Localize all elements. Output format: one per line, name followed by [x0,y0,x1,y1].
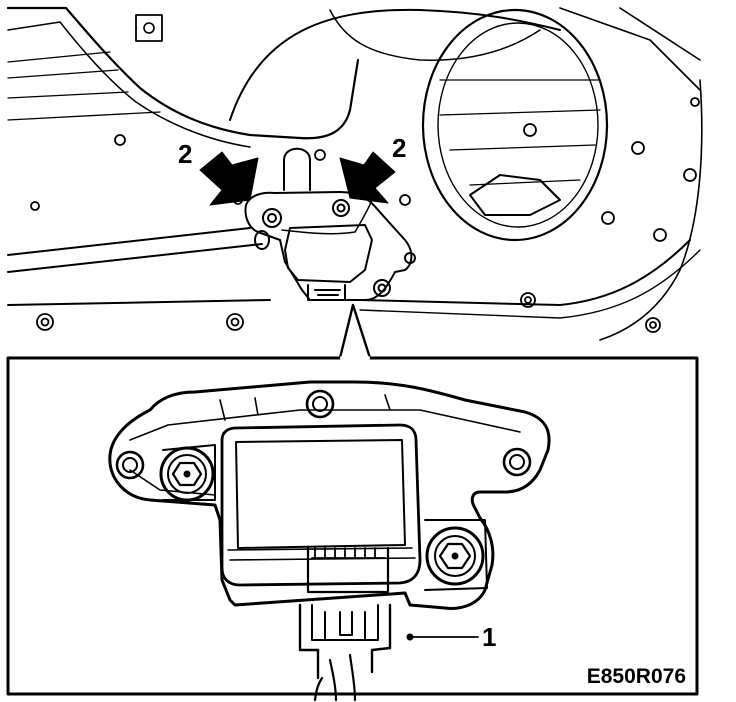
bolt-right-cup [424,519,488,591]
rivet-hole [631,141,645,155]
bolt-right-hex [438,542,472,570]
bolt-left-center [183,470,191,478]
bracket-hole-right [502,447,532,477]
connector-cable [313,653,357,702]
rivet-hole [399,194,411,206]
sensor-overview [244,191,416,301]
rivet-hole [30,201,40,211]
bolt-left-head [159,446,215,502]
rivet-hole [36,313,54,331]
door-bottom-inner [359,249,701,319]
detail-pointer [338,303,372,360]
door-structure-curve-inner [329,9,541,61]
rivet-hole [524,296,532,304]
rivet-hole [683,168,697,182]
rivet-hole [314,149,326,161]
square-fastener-nut [143,22,155,34]
mounting-bolt-left [159,444,216,502]
connector-plug-body [311,604,379,641]
arrow-2-left [199,151,259,206]
bracket-hole-top [305,389,335,419]
door-frame-line [559,7,701,91]
door-structure-curve [229,8,561,121]
leader-1-dot [406,633,414,641]
sensor-overview-connector [307,284,346,301]
rivet-hole [40,317,50,327]
connector-socket [306,546,390,594]
detail-frame [6,356,699,696]
sensor-overview-bolt-mid-inner [336,203,346,213]
sensor-bracket-edge-line [219,394,391,421]
rivet-hole [601,211,615,225]
bolt-right-washer [434,535,476,577]
arrow-2-left-label: 2 [178,139,192,169]
bracket-hole-top-inner [312,396,328,412]
door-frame-right [599,79,703,341]
rivet-holes [30,97,700,333]
bolt-right-head [425,526,485,586]
sensor-housing [220,423,422,587]
bracket-hole-left-inner [122,457,138,473]
rivet-hole [520,292,536,308]
leader-1-label: 1 [482,622,496,652]
door-bottom-outline [7,239,691,306]
arrow-2-right [339,151,396,204]
rivet-hole [114,134,126,146]
cable-clip [283,147,311,191]
bolt-left-washer [167,454,207,494]
sensor-overview-hole [404,252,416,264]
mounting-bolt-right [424,519,488,591]
sensor-bracket-ridge [129,409,521,496]
sensor-bracket-outline [108,380,551,610]
bolt-left-hex [171,461,203,487]
door-overview: 2 2 [6,6,703,341]
sensor-overview-bolt-right [373,279,391,297]
speaker-opening [421,8,609,242]
connector-plug [298,603,392,680]
rivet-hole [690,97,700,107]
rivet-hole [523,123,537,137]
door-trim-inner [7,21,251,148]
figure-code: E850R076 [587,665,686,688]
speaker-bracket [469,174,561,216]
rivet-hole [645,317,661,333]
arrow-2-right-label: 2 [392,133,406,163]
speaker-internal-lines [439,79,601,186]
square-fastener [135,14,163,42]
rivet-hole [649,321,657,329]
rivet-hole [226,313,244,331]
sensor-housing-inner [235,439,406,549]
sensor-overview-bolt-left [262,208,282,228]
connector-socket-ribs [311,547,386,559]
rivet-hole [653,228,667,242]
sensor-detail: 1 [108,380,551,702]
bracket-hole-right-inner [509,454,525,470]
sensor-overview-bolt-mid [332,199,350,217]
door-panel-stripe [7,51,161,121]
bracket-hole-left [115,450,145,480]
sensor-overview-bolt-left-inner [267,213,277,223]
speaker-opening-rim [437,22,599,228]
sensor-overview-wire [281,199,373,235]
rivet-hole [230,317,240,327]
sensor-overview-housing [284,224,373,283]
sensor-overview-bolt-right-inner [377,283,387,293]
sensor-overview-grommet [254,230,270,250]
door-panel-edge [7,227,263,273]
door-trim-outline [6,6,360,140]
bolt-right-center [451,552,459,560]
